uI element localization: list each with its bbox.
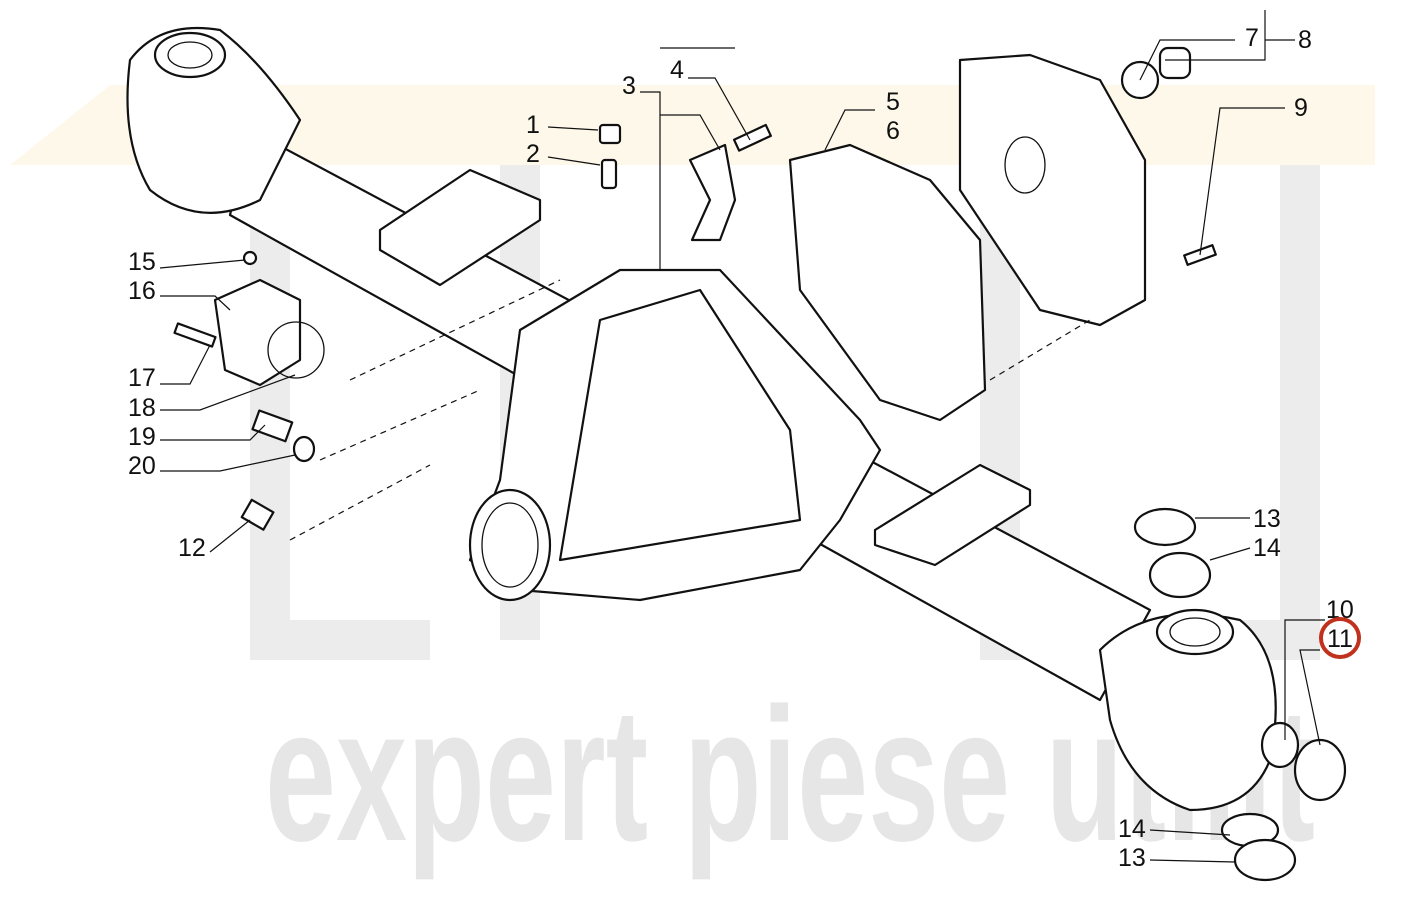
diff-cover bbox=[958, 53, 1147, 327]
callout-13-bottom[interactable]: 13 bbox=[1118, 844, 1146, 872]
callout-20[interactable]: 20 bbox=[128, 452, 156, 480]
callout-19[interactable]: 19 bbox=[128, 423, 156, 451]
highlight-circle bbox=[1319, 617, 1361, 659]
callout-7[interactable]: 7 bbox=[1245, 24, 1259, 52]
callout-13-top[interactable]: 13 bbox=[1253, 505, 1281, 533]
callout-8[interactable]: 8 bbox=[1298, 26, 1312, 54]
callout-11[interactable]: 11 bbox=[1327, 625, 1353, 653]
callout-2[interactable]: 2 bbox=[526, 140, 540, 168]
callout-1[interactable]: 1 bbox=[526, 111, 540, 139]
axle-housing bbox=[126, 26, 1300, 812]
callout-16[interactable]: 16 bbox=[128, 277, 156, 305]
callout-5[interactable]: 5 bbox=[886, 88, 900, 116]
callout-labels: 1 2 3 4 5 6 7 8 9 10 11 12 13 14 14 13 1… bbox=[128, 24, 1361, 872]
gasket bbox=[788, 143, 987, 422]
leader-lines bbox=[159, 10, 1325, 863]
callout-14-top[interactable]: 14 bbox=[1253, 534, 1281, 562]
callout-12[interactable]: 12 bbox=[178, 534, 206, 562]
callout-17[interactable]: 17 bbox=[128, 364, 156, 392]
callout-3[interactable]: 3 bbox=[622, 72, 636, 100]
callout-9[interactable]: 9 bbox=[1294, 94, 1308, 122]
callout-18[interactable]: 18 bbox=[128, 394, 156, 422]
small-parts bbox=[173, 46, 1347, 882]
callout-15[interactable]: 15 bbox=[128, 248, 156, 276]
callout-6[interactable]: 6 bbox=[886, 117, 900, 145]
callout-4[interactable]: 4 bbox=[670, 56, 684, 84]
callout-14-bottom[interactable]: 14 bbox=[1118, 815, 1146, 843]
